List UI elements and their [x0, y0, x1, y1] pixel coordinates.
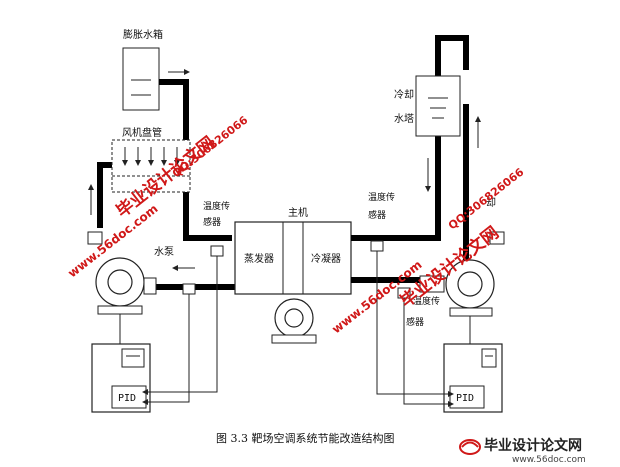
temp-sensor-left-label: 温度传 — [203, 200, 230, 212]
site-logo-url: www.56doc.com — [512, 455, 586, 465]
temp-sensor-right-label-2: 感器 — [368, 209, 386, 221]
flow-arrow — [88, 184, 94, 215]
evaporator-label: 蒸发器 — [244, 252, 274, 265]
figure-caption: 图 3.3 靶场空调系统节能改造结构图 — [216, 431, 395, 445]
left-pump-label: 水泵 — [154, 246, 174, 258]
expansion-tank-label: 膨胀水箱 — [123, 28, 163, 41]
temp-sensor-left — [210, 245, 224, 257]
cooling-tower — [415, 75, 461, 137]
flow-arrow — [172, 265, 195, 271]
main-unit-label: 主机 — [288, 206, 308, 219]
fan-coil-label: 风机盘管 — [122, 126, 162, 139]
flow-arrow — [168, 69, 190, 75]
cooling-tower-label: 冷却 — [394, 88, 414, 101]
watermark-qq-right: QQ:306826066 — [446, 165, 527, 232]
pid-controller-left — [91, 343, 151, 413]
flow-arrow — [475, 116, 481, 148]
pid-controller-right — [443, 343, 503, 413]
temp-sensor-right — [370, 240, 384, 252]
expansion-tank — [122, 47, 160, 111]
right-pump-label: 却 — [486, 197, 496, 209]
main-unit — [234, 221, 352, 344]
temp-sensor-left-label-2: 感器 — [203, 216, 221, 228]
temp-sensor-left-return — [182, 283, 196, 295]
right-pump — [419, 231, 505, 344]
pid-left-label: PID — [118, 393, 136, 404]
left-pump — [87, 231, 157, 344]
fan-coil-unit — [111, 139, 191, 193]
site-logo-text: 毕业设计论文网 — [484, 437, 582, 454]
flow-arrow — [425, 158, 431, 192]
pid-right-label: PID — [456, 393, 474, 404]
temp-sensor-low-label-2: 感器 — [406, 316, 424, 328]
temp-sensor-right-label: 温度传 — [368, 191, 395, 203]
condenser-label: 冷凝器 — [311, 252, 341, 265]
site-logo — [459, 439, 481, 455]
temp-sensor-low-label: 温度传 — [413, 295, 440, 307]
signal-lines — [146, 251, 450, 405]
cooling-tower-label-2: 水塔 — [394, 112, 414, 125]
right-cooling-water-pipes — [351, 35, 469, 283]
